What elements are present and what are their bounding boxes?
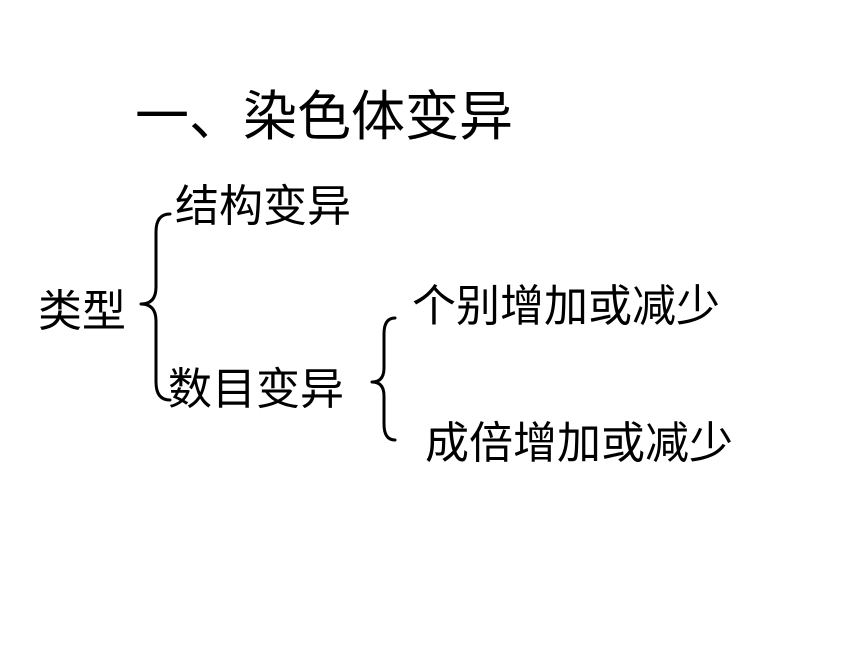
branch-structural-variation: 结构变异: [175, 181, 351, 232]
brace-number: [370, 316, 397, 442]
brace-type: [139, 212, 172, 402]
slide-title: 一、染色体变异: [135, 85, 513, 148]
root-label-type: 类型: [38, 286, 126, 337]
branch-numerical-variation: 数目变异: [168, 364, 344, 415]
leaf-individual-change: 个别增加或减少: [412, 281, 720, 332]
leaf-multiple-change: 成倍增加或减少: [425, 418, 733, 469]
